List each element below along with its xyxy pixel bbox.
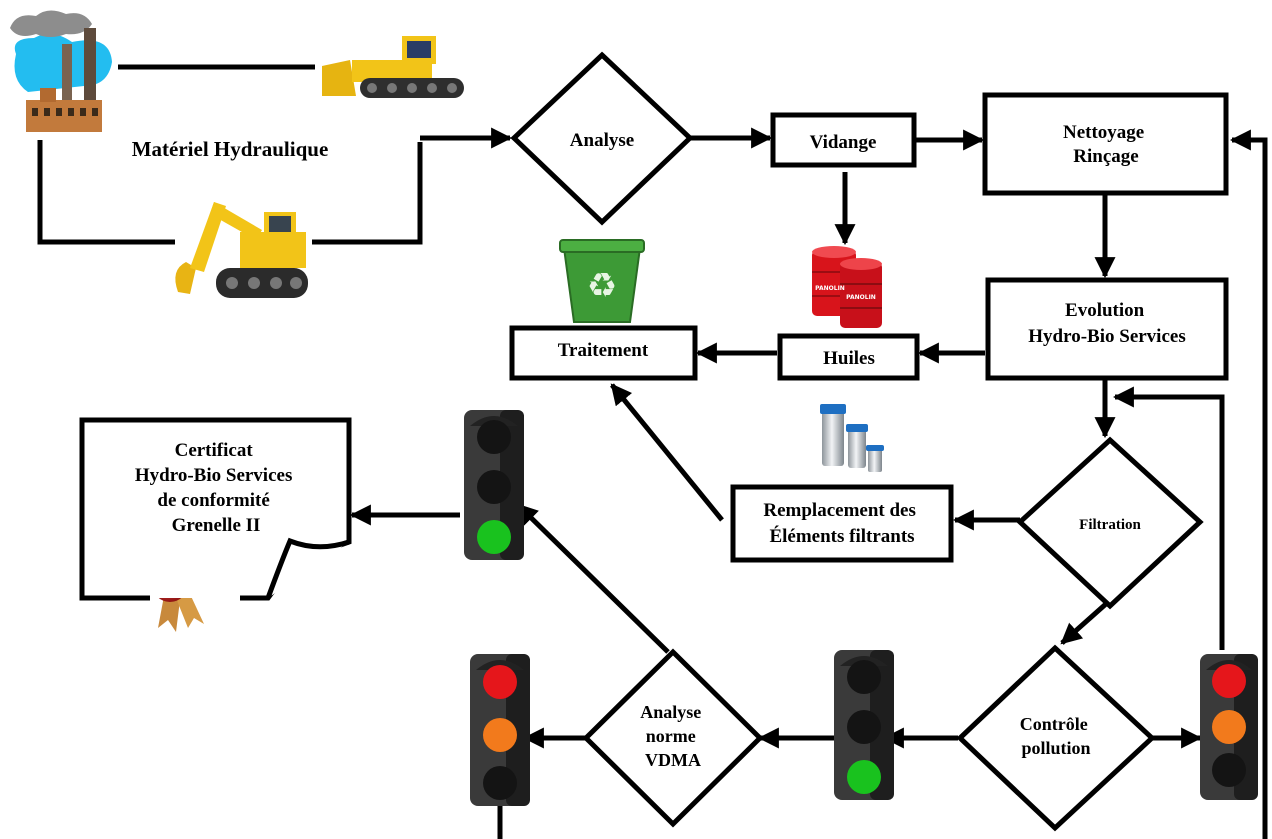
certificat-label-line4: Grenelle II xyxy=(172,515,261,536)
box-remplacement xyxy=(730,484,954,563)
box-huiles xyxy=(777,333,920,381)
certificate-curl xyxy=(265,537,350,599)
controle-label: Contrôle pollution xyxy=(1020,714,1092,758)
bulldozer-icon xyxy=(322,36,464,98)
box-vidange xyxy=(770,112,917,168)
vdma-label: Analyse norme VDMA xyxy=(640,702,706,770)
nettoyage-label-line1: Nettoyage xyxy=(1063,122,1144,143)
evolution-label-line1: Evolution xyxy=(1065,300,1145,321)
svg-text:♻: ♻ xyxy=(587,266,617,306)
huiles-label: Huiles xyxy=(823,348,875,369)
vdma-label-line3: VDMA xyxy=(645,750,701,770)
remplacement-label: Remplacement des Éléments filtrants xyxy=(763,500,920,547)
excavator-icon xyxy=(175,202,308,298)
barrel-brand-label-2: PANOLIN xyxy=(846,294,876,301)
arrow-filtration-controle xyxy=(1060,601,1109,645)
certificat-label-line1: Certificat xyxy=(175,440,254,461)
certificat-label: Certificat Hydro-Bio Services de conform… xyxy=(135,440,297,536)
arrow-vdma-green xyxy=(516,503,670,654)
source-label: Matériel Hydraulique xyxy=(132,137,329,161)
factory-icon xyxy=(10,10,112,132)
box-evolution xyxy=(985,277,1229,381)
controle-label-line1: Contrôle xyxy=(1020,714,1088,734)
decision-analyse xyxy=(510,51,694,226)
remplacement-label-line2: Éléments filtrants xyxy=(769,525,914,547)
decision-filtration xyxy=(1016,436,1204,610)
filtration-label: Filtration xyxy=(1079,517,1141,533)
evolution-label: Evolution Hydro-Bio Services xyxy=(1028,300,1185,347)
vdma-label-line1: Analyse xyxy=(640,702,701,722)
controle-label-line2: pollution xyxy=(1021,738,1090,758)
evolution-label-line2: Hydro-Bio Services xyxy=(1028,326,1185,347)
vdma-label-line2: norme xyxy=(646,726,696,746)
remplacement-label-line1: Remplacement des xyxy=(763,500,916,521)
certificat-label-line2: Hydro-Bio Services xyxy=(135,465,292,486)
traffic-light-orange xyxy=(470,654,530,806)
filter-elements-icon xyxy=(820,404,884,472)
decision-controle xyxy=(956,644,1156,832)
traffic-light-yellow xyxy=(834,650,894,800)
certificat-label-line3: de conformité xyxy=(157,490,269,511)
barrel-brand-label: PANOLIN xyxy=(815,285,845,292)
decision-vdma xyxy=(582,648,764,828)
vidange-label: Vidange xyxy=(810,132,877,153)
connector-excavator-join xyxy=(312,142,423,245)
arrow-red-feedback xyxy=(1112,386,1225,650)
box-traitement xyxy=(509,325,698,381)
traffic-light-green xyxy=(464,410,524,560)
connector-factory-excavator xyxy=(37,140,175,245)
connectors xyxy=(37,64,1268,839)
recycle-bin-icon: ♻ xyxy=(559,239,645,323)
nettoyage-label: Nettoyage Rinçage xyxy=(1063,122,1149,167)
analyse-label: Analyse xyxy=(570,130,634,151)
nettoyage-label-line2: Rinçage xyxy=(1073,146,1138,167)
arrow-outer-loop xyxy=(1229,129,1268,839)
arrow-remplacement-traitement xyxy=(610,383,724,522)
traitement-label: Traitement xyxy=(558,340,649,361)
oil-barrels-icon: PANOLIN PANOLIN xyxy=(812,246,882,328)
box-nettoyage xyxy=(982,92,1229,196)
traffic-light-red xyxy=(1200,654,1258,800)
